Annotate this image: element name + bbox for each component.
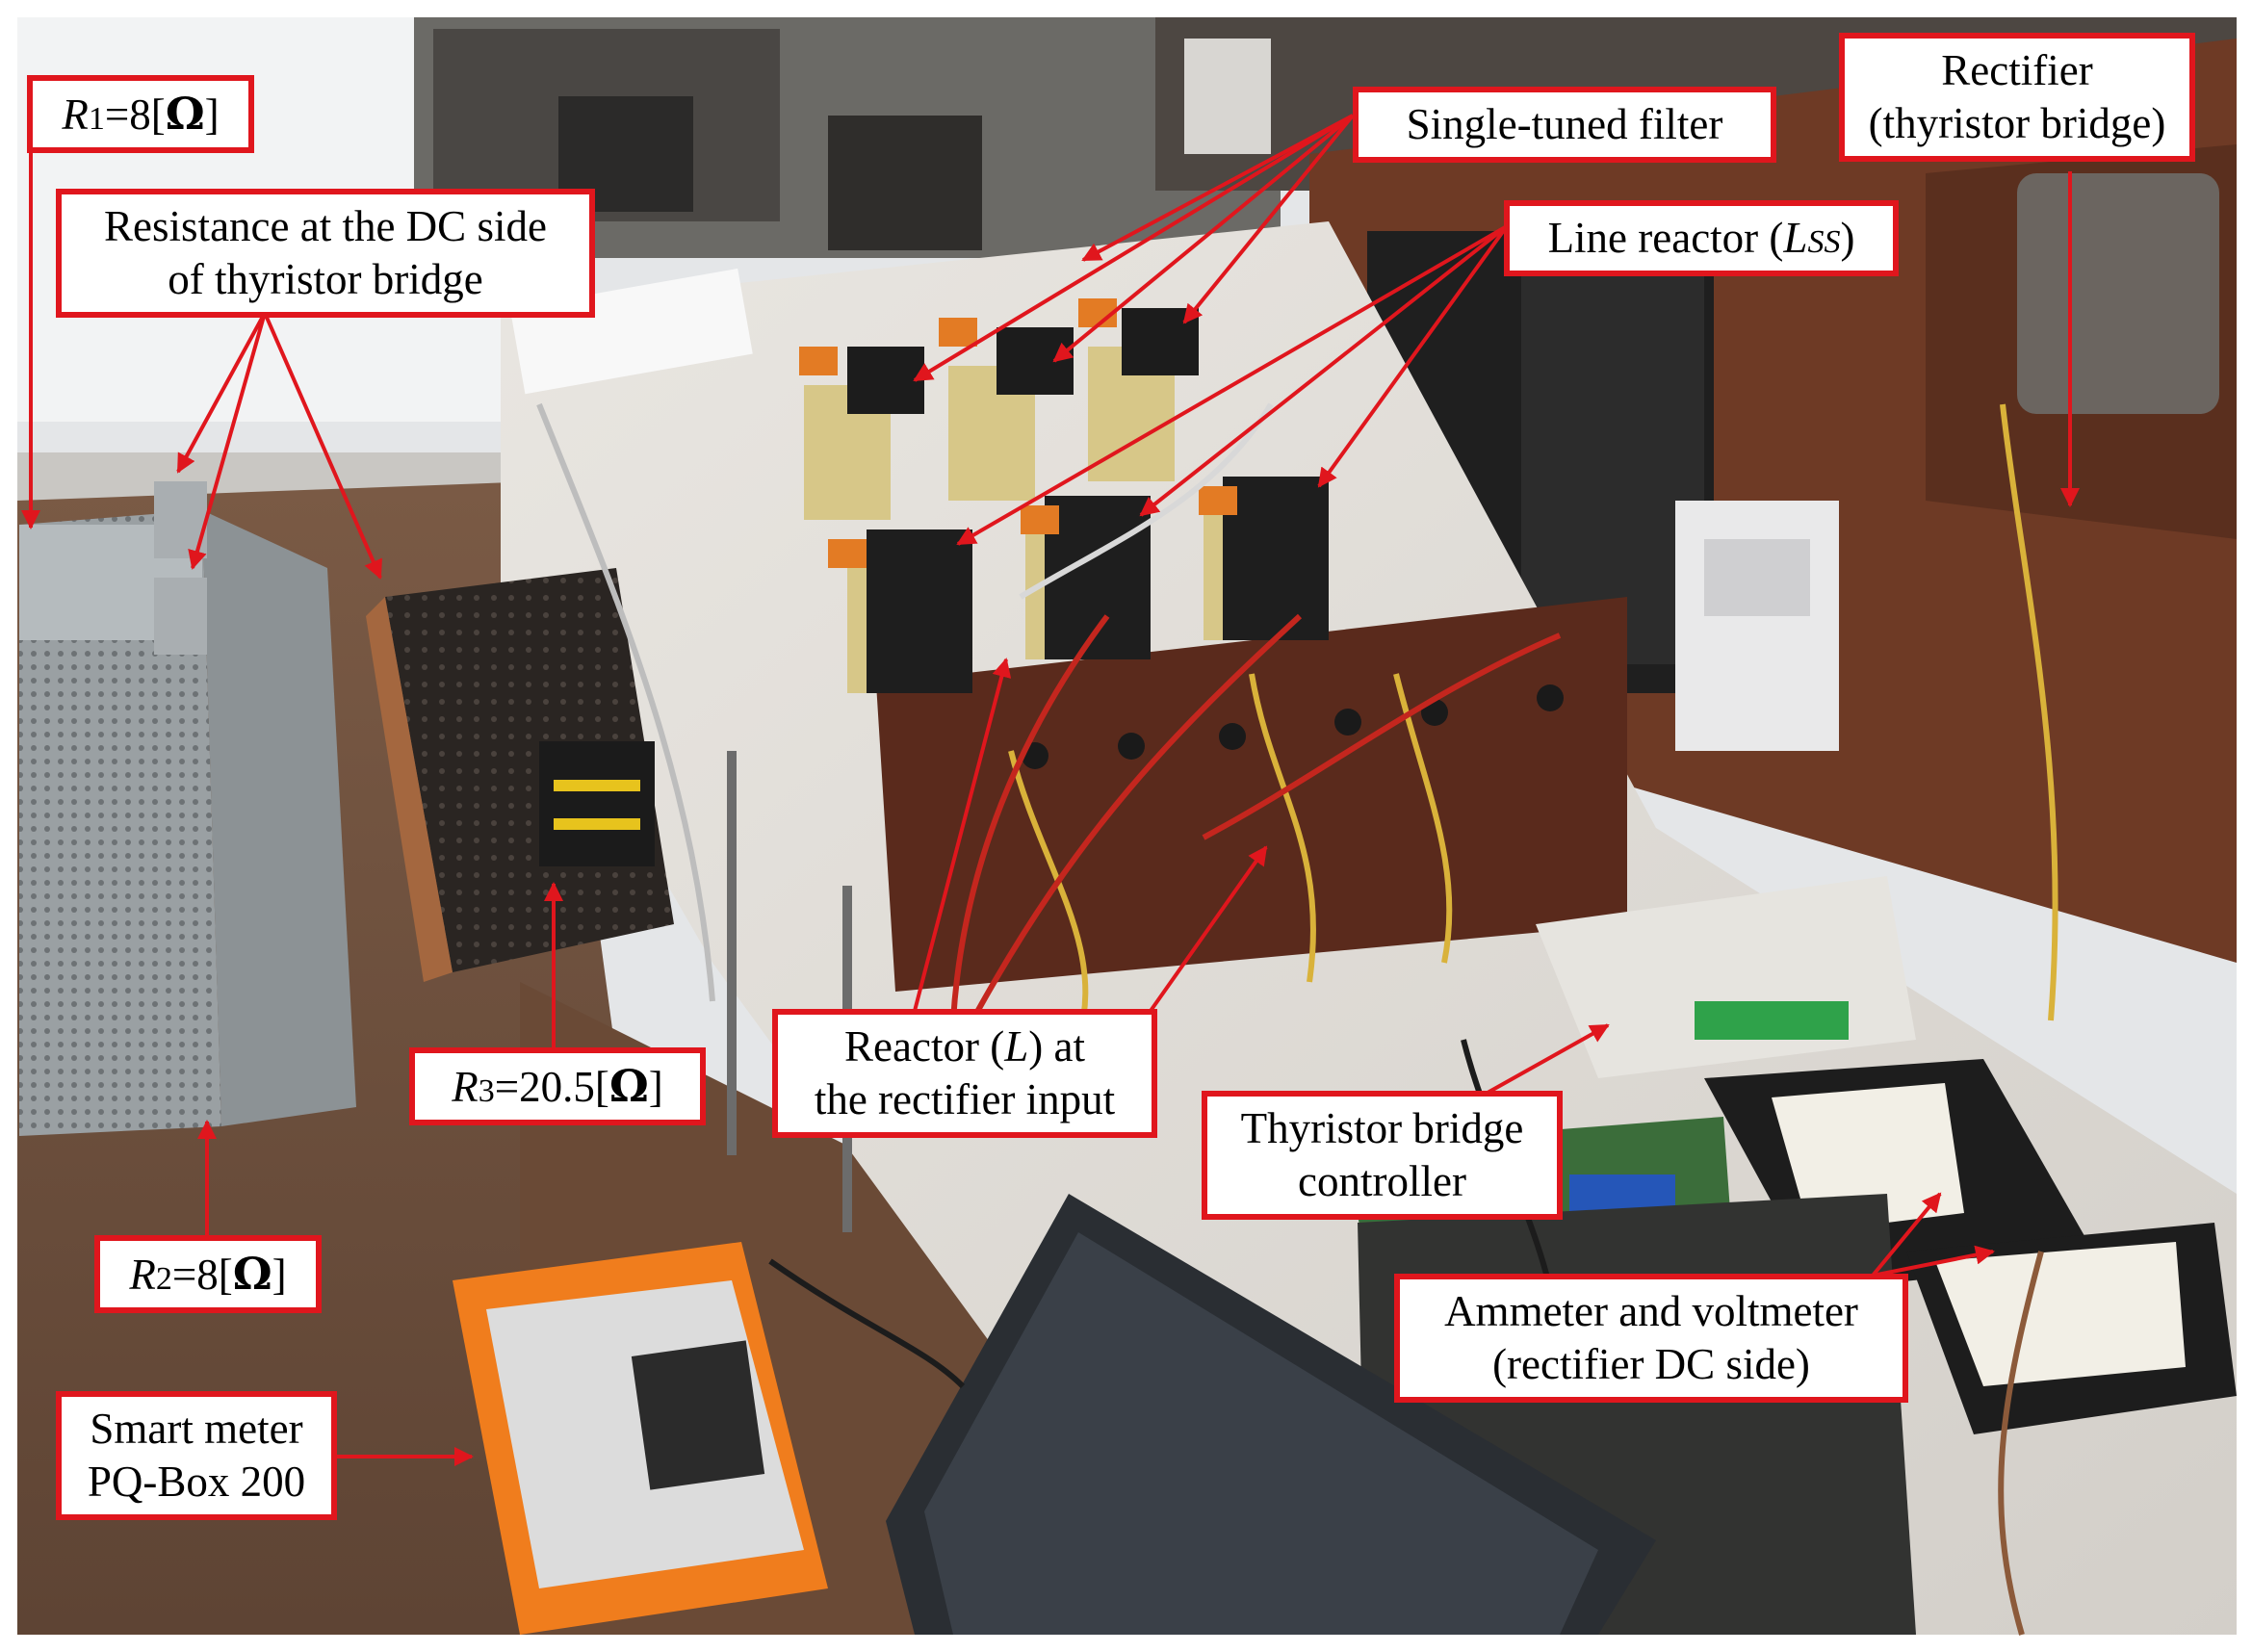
arrow-ammeter-2 [1872, 1245, 1995, 1278]
line-reactor-close: ) [1840, 214, 1855, 262]
r3-value: =20.5[ [494, 1063, 609, 1111]
label-r1: R1=8[Ω] [27, 75, 254, 153]
r3-subscript: 3 [478, 1073, 495, 1109]
arrow-line-reactor-1 [956, 224, 1509, 546]
r1-value: =8[ [104, 90, 166, 139]
arrow-line-reactor-3 [1317, 224, 1509, 488]
reactor-text: Reactor ( [844, 1022, 1005, 1071]
arrow-resistance-2 [188, 312, 267, 570]
r1-close-bracket: ] [204, 90, 220, 139]
label-rectifier: Rectifier (thyristor bridge) [1839, 33, 2195, 162]
line-reactor-symbol: L [1783, 214, 1808, 262]
arrow-resistance-3 [263, 312, 382, 580]
arrow-controller [1487, 1023, 1610, 1095]
reactor-at: ) at [1028, 1022, 1085, 1071]
label-r2: R2=8[Ω] [94, 1235, 322, 1313]
arrow-filter-3 [1052, 114, 1355, 363]
arrow-ammeter-1 [1871, 1192, 1942, 1278]
label-r3: R3=20.5[Ω] [409, 1047, 706, 1125]
arrow-filter-4 [1182, 114, 1355, 324]
controller-line1: Thyristor bridge [1240, 1104, 1524, 1152]
smart-meter-line1: Smart meter [90, 1405, 303, 1453]
arrow-resistance-1 [176, 312, 267, 474]
arrow-filter-1 [1081, 114, 1354, 262]
ohm-unit: Ω [165, 88, 205, 140]
rectifier-line2: (thyristor bridge) [1868, 98, 2166, 147]
controller-line2: controller [1298, 1156, 1466, 1205]
single-tuned-filter-text: Single-tuned filter [1406, 100, 1723, 148]
r3-close-bracket: ] [648, 1063, 663, 1111]
line-reactor-text: Line reactor ( [1547, 214, 1784, 262]
r1-symbol: R [62, 90, 89, 139]
arrow-line-reactor-2 [1139, 224, 1509, 517]
label-single-tuned-filter: Single-tuned filter [1353, 87, 1776, 163]
dc-resistance-line2: of thyristor bridge [168, 254, 483, 303]
annotation-arrows [21, 114, 2080, 1466]
dc-resistance-line1: Resistance at the DC side [104, 202, 547, 250]
label-line-reactor: Line reactor (LSS) [1504, 200, 1899, 276]
arrow-reactor-2 [1149, 845, 1268, 1013]
r2-value: =8[ [171, 1251, 233, 1299]
label-dc-resistance: Resistance at the DC side of thyristor b… [56, 189, 595, 318]
reactor-line2: the rectifier input [814, 1074, 1116, 1123]
r1-subscript: 1 [88, 101, 105, 137]
reactor-symbol: L [1004, 1022, 1029, 1071]
rectifier-line1: Rectifier [1941, 46, 2093, 94]
ohm-unit: Ω [232, 1248, 272, 1300]
smart-meter-line2: PQ-Box 200 [87, 1457, 306, 1506]
ohm-unit: Ω [608, 1060, 649, 1112]
label-reactor-input: Reactor (L) at the rectifier input [772, 1009, 1157, 1138]
label-ammeter-voltmeter: Ammeter and voltmeter (rectifier DC side… [1394, 1274, 1908, 1403]
ammeter-line1: Ammeter and voltmeter [1444, 1287, 1858, 1335]
ammeter-line2: (rectifier DC side) [1492, 1339, 1810, 1388]
r2-subscript: 2 [155, 1261, 172, 1297]
r2-symbol: R [129, 1251, 156, 1299]
arrow-filter-2 [913, 114, 1355, 382]
r3-symbol: R [452, 1063, 479, 1111]
r2-close-bracket: ] [272, 1251, 287, 1299]
photo-background [17, 17, 2237, 1636]
arrow-reactor-1 [913, 658, 1012, 1012]
label-smart-meter: Smart meter PQ-Box 200 [56, 1391, 337, 1520]
label-thyristor-controller: Thyristor bridge controller [1202, 1091, 1563, 1220]
line-reactor-subscript: SS [1807, 224, 1841, 260]
